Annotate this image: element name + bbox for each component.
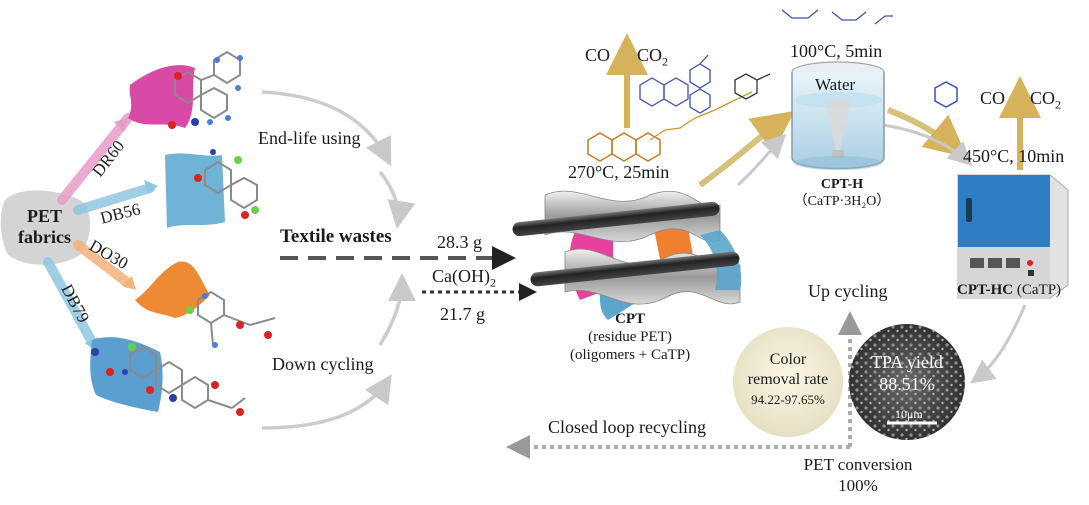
step3-condition-label: 450°C, 10min	[963, 146, 1065, 166]
pet-fabric-blob	[0, 190, 91, 265]
end-life-label: End-life using	[258, 128, 361, 148]
arrow-to-db56	[73, 183, 155, 215]
color-removal-circle	[733, 327, 843, 437]
step1-co-label: CO	[585, 45, 611, 65]
do30-fabric	[135, 261, 210, 318]
step1-condition-label: 270°C, 25min	[568, 162, 670, 182]
step2-condition-label: 100°C, 5min	[790, 41, 883, 61]
water-beaker	[791, 61, 885, 170]
step2-arrow	[886, 107, 968, 158]
step3-co2-label: CO2	[1030, 88, 1062, 112]
arc-upper-down	[378, 170, 416, 229]
arrow-to-dr60	[57, 113, 133, 205]
dr60-molecule	[174, 50, 241, 120]
pet-fabrics-label: PET fabrics	[18, 206, 71, 247]
up-cycling-label: Up cycling	[808, 281, 888, 301]
grey-down-arrow	[970, 304, 1027, 384]
acetamide-structure	[781, 9, 893, 25]
pet-conversion-label: PET conversion 100%	[803, 455, 913, 495]
arc-top	[261, 90, 392, 167]
textile-wastes-label: Textile wastes	[280, 226, 392, 247]
grey-step2-arrow	[881, 123, 973, 167]
textile-mass-label: 28.3 g	[437, 232, 482, 252]
do30-molecule	[197, 290, 276, 346]
arrow-to-do30	[73, 240, 133, 288]
grey-step1-arrow	[736, 133, 787, 187]
step1-arrow	[698, 110, 795, 188]
db56-molecule	[204, 160, 258, 210]
benzene-structure	[934, 81, 958, 108]
cpt-label: CPT (residue PET) (oligomers + CaTP)	[570, 311, 691, 363]
sem-scale-label: 10μm	[895, 407, 923, 421]
muffle-furnace	[957, 174, 1069, 299]
cpthc-label: CPT-HC (CaTP)	[957, 282, 1062, 298]
anthraquinone-structure	[587, 132, 661, 162]
cpt-reactor	[512, 190, 742, 320]
dr60-fabric	[128, 65, 195, 128]
db79-molecule	[129, 345, 246, 410]
caoh2-label: Ca(OH)2	[432, 266, 496, 290]
aniline-structure	[734, 73, 771, 100]
water-label: Water	[815, 75, 856, 94]
step3-co-label: CO	[980, 88, 1006, 108]
color-removal-label: Color removal rate 94.22-97.65%	[747, 351, 829, 407]
tpa-yield-label: TPA yield 88.51%	[871, 352, 943, 394]
caoh2-mass-label: 21.7 g	[440, 304, 485, 324]
benzoic-acid-structure	[689, 54, 711, 89]
cpth-label: CPT-H （CaTP·3H₂O）	[793, 177, 891, 209]
down-cycling-label: Down cycling	[272, 354, 374, 374]
arrow-to-db79	[43, 257, 97, 347]
azo-chain-structure	[649, 88, 753, 141]
arc-bottom	[261, 374, 392, 430]
step1-co2-label: CO2	[637, 45, 669, 69]
closed-loop-label: Closed loop recycling	[548, 417, 706, 437]
db56-fabric	[165, 153, 225, 228]
dye-fragment-structure	[639, 77, 689, 107]
arc-lower-up	[378, 273, 416, 346]
